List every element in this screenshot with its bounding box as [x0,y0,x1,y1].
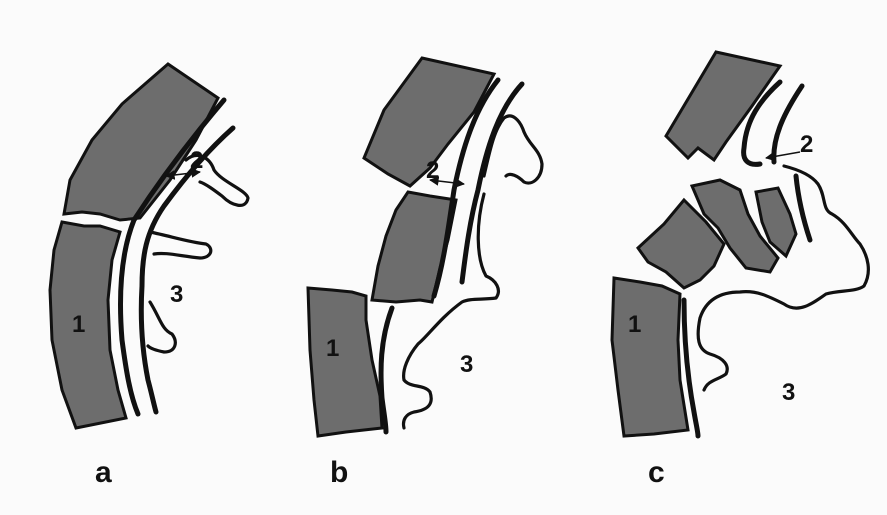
panel-c-fragment-3 [754,186,798,259]
panel-a-bone-lower [48,220,128,430]
panel-c-strip [793,173,813,243]
panel-c-hematoma-outline [696,164,870,392]
panel-c-periosteum-outer [771,83,805,165]
panel-a-label-1: 1 [72,311,85,338]
panel-b-periosteum-outer [459,81,525,285]
panel-c-fragment-1 [636,197,726,290]
panel-c-periosteum-torn [741,79,783,167]
panel-a-hematoma-outline [146,154,250,354]
panel-b-label-1: 1 [326,335,339,362]
panel-c-title: c [648,456,665,489]
panel-c-bone-lower [610,276,690,438]
panel-c-label-3: 3 [782,379,795,406]
panel-a-bone-upper [62,62,220,222]
panel-c-periosteum-lower [681,297,701,439]
panel-c-label-2: 2 [800,131,813,158]
panel-b-title: b [330,456,348,489]
panel-a [48,62,250,430]
panel-b-label-3: 3 [460,351,473,378]
panel-c-bone-upper [664,50,783,163]
panel-c-fragment-2 [689,178,780,274]
panel-a-periosteum-inner [118,97,227,417]
panel-a-label-2: 2 [190,147,203,174]
panel-b-periosteum-inner [431,77,501,299]
panel-b-bone-upper [362,56,497,188]
panel-b-bone-middle [370,190,458,304]
panel-a-label-3: 3 [170,281,183,308]
panel-b-periosteum-lower [378,305,395,435]
panel-c [610,50,870,439]
panel-c-label-1: 1 [628,311,641,338]
panel-b-label-2: 2 [426,157,439,184]
panel-b-callus-outline [401,114,544,430]
panel-b-bone-lower [306,286,384,438]
panel-a-title: a [95,456,112,489]
panel-b [306,56,544,438]
